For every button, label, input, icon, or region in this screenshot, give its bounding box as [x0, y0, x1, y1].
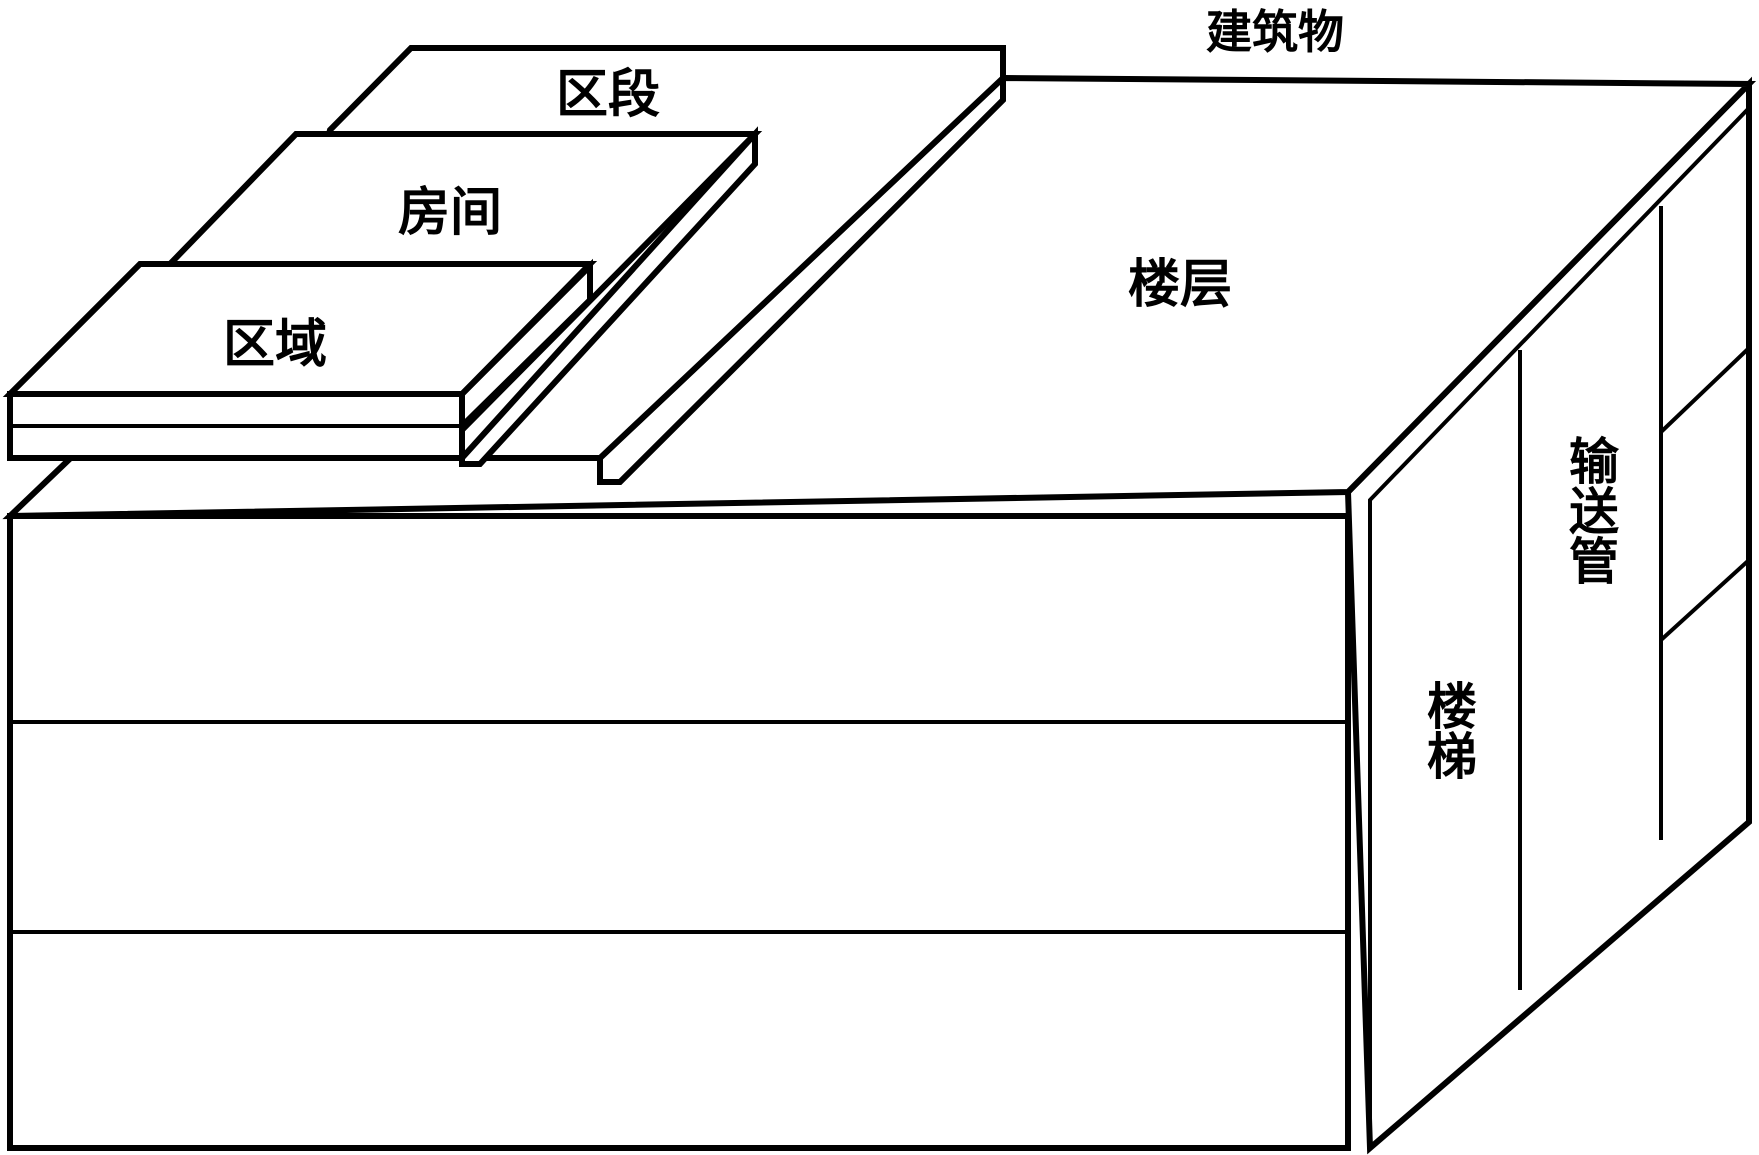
room-slab-side	[459, 126, 758, 467]
label-floor: 楼层	[1128, 255, 1232, 315]
building-side-edge-inner	[1368, 106, 1751, 1148]
building-front-face	[7, 513, 1351, 1151]
label-building: 建筑物	[1206, 5, 1344, 59]
side-panel-divider-upper	[1659, 346, 1751, 434]
label-section: 区段	[556, 65, 660, 125]
label-zone: 区域	[223, 315, 327, 375]
label-room: 房间	[398, 183, 502, 243]
label-shaft: 输送管	[1561, 435, 1619, 585]
side-panel-divider-lower	[1659, 558, 1751, 642]
zone-slab-top	[2, 261, 598, 397]
label-stairs: 楼梯	[1419, 680, 1477, 780]
